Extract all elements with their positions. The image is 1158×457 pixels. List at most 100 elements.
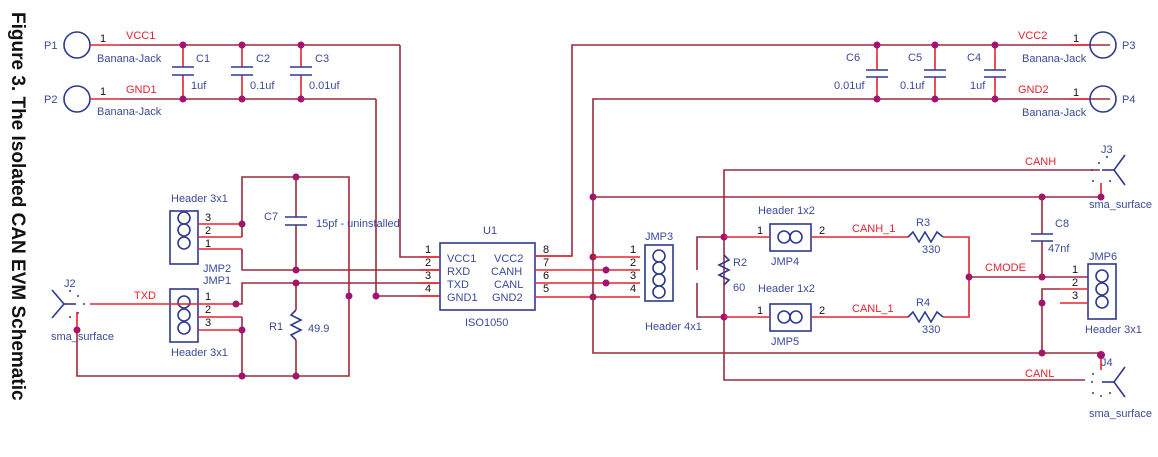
capacitor-c8: C8 47nf <box>1031 197 1070 277</box>
u1-part: ISO1050 <box>465 317 508 329</box>
u1-pin-canl: CANL <box>494 279 523 291</box>
jmp6-type: Header 3x1 <box>1085 324 1142 336</box>
c1-ref: C1 <box>196 53 210 65</box>
jmp5-pin-2: 2 <box>819 305 825 317</box>
jmp1-pin-3: 3 <box>205 317 211 329</box>
txd-net-label: TXD <box>134 290 156 302</box>
capacitor-c1: C1 1uf <box>172 45 210 99</box>
canl-1-net-label: CANL_1 <box>852 303 894 315</box>
c8-value: 47nf <box>1048 243 1070 255</box>
jmp6-pin-3: 3 <box>1072 290 1078 302</box>
figure-title: Figure 3. The Isolated CAN EVM Schematic <box>7 12 28 401</box>
p3-type: Banana-Jack <box>1022 53 1087 65</box>
jmp6-pin-1: 1 <box>1072 264 1078 276</box>
r4-ref: R4 <box>916 297 930 309</box>
jumper-jmp4: Header 1x2 1 2 JMP4 <box>757 205 825 268</box>
capacitor-c7: C7 15pf - uninstalled <box>264 177 400 270</box>
c6-value: 0.01uf <box>834 80 866 92</box>
jmp3-pin-2: 2 <box>630 257 636 269</box>
jmp3-ref: JMP3 <box>645 231 673 243</box>
r2-value: 60 <box>733 282 745 294</box>
p4-banana-jack: P4 1 Banana-Jack <box>1022 85 1135 119</box>
c3-value: 0.01uf <box>309 80 341 92</box>
u1-pin-txd: TXD <box>447 279 469 291</box>
ic-u1-iso1050: U1 1 2 3 4 VCC1 RXD TXD GND1 VCC2 CANH C… <box>425 225 549 329</box>
jmp6-pin-2: 2 <box>1072 277 1078 289</box>
jmp5-ref: JMP5 <box>771 336 799 348</box>
j2-ref: J2 <box>64 278 76 290</box>
p1-ref: P1 <box>44 40 57 52</box>
c3-ref: C3 <box>315 53 329 65</box>
u1-pin-gnd2: GND2 <box>492 292 523 304</box>
r4-value: 330 <box>922 324 940 336</box>
canh-net-label: CANH <box>1025 156 1056 168</box>
u1-pin-vcc1: VCC1 <box>447 253 476 265</box>
p1-type: Banana-Jack <box>97 53 162 65</box>
jmp3-pin-1: 1 <box>630 244 636 256</box>
u1-pin-7: 7 <box>543 257 549 269</box>
p4-pin: 1 <box>1073 87 1079 99</box>
c5-ref: C5 <box>908 52 922 64</box>
gnd2-net-label: GND2 <box>1018 84 1049 96</box>
u1-ref: U1 <box>483 225 497 237</box>
resistor-r4: R4 330 <box>907 297 944 336</box>
c2-ref: C2 <box>256 53 270 65</box>
p3-banana-jack: P3 1 Banana-Jack <box>1022 31 1135 65</box>
c7-ref: C7 <box>264 211 278 223</box>
p1-pin: 1 <box>100 33 106 45</box>
jmp2-pin-1: 1 <box>205 238 211 250</box>
r1-value: 49.9 <box>308 323 329 335</box>
sma-connector-j4: J4 sma_surface <box>1089 357 1152 420</box>
gnd1-net-label: GND1 <box>126 84 157 96</box>
jmp4-pin-2: 2 <box>819 225 825 237</box>
capacitor-c5: C5 0.1uf <box>900 45 946 99</box>
sma-connector-j2: J2 sma_surface <box>51 278 114 343</box>
vcc2-net-label: VCC2 <box>1018 30 1047 42</box>
j3-type: sma_surface <box>1089 199 1152 211</box>
u1-pin-1: 1 <box>425 244 431 256</box>
p4-type: Banana-Jack <box>1022 107 1087 119</box>
jmp2-pin-2: 2 <box>205 225 211 237</box>
capacitor-c6: C6 0.01uf <box>834 45 888 99</box>
jmp2-type: Header 3x1 <box>171 193 228 205</box>
canl-net-label: CANL <box>1025 368 1054 380</box>
c4-value: 1uf <box>970 80 986 92</box>
cmode-net-label: CMODE <box>985 262 1026 274</box>
resistor-r2: R2 60 <box>717 254 747 294</box>
jmp3-pin-3: 3 <box>630 270 636 282</box>
c7-value: 15pf - uninstalled <box>316 218 400 230</box>
jumper-jmp3: JMP3 1 2 3 4 Header 4x1 <box>630 231 702 333</box>
jmp4-ref: JMP4 <box>771 256 799 268</box>
jumper-jmp6: JMP6 1 2 3 Header 3x1 <box>1072 251 1142 336</box>
u1-pin-3: 3 <box>425 270 431 282</box>
capacitor-c3: C3 0.01uf <box>290 45 341 99</box>
c4-ref: C4 <box>967 52 981 64</box>
jmp3-pin-4: 4 <box>630 283 636 295</box>
c2-value: 0.1uf <box>250 80 275 92</box>
r1-ref: R1 <box>269 321 283 333</box>
jmp1-type: Header 3x1 <box>171 347 228 359</box>
jmp5-pin-1: 1 <box>757 305 763 317</box>
sma-connector-j3: J3 sma_surface <box>1089 144 1152 211</box>
vcc1-net-label: VCC1 <box>126 30 155 42</box>
canh-1-net-label: CANH_1 <box>852 223 895 235</box>
p4-ref: P4 <box>1122 94 1135 106</box>
jmp2-ref: JMP2 <box>203 263 231 275</box>
jumper-jmp5: Header 1x2 1 2 JMP5 <box>757 283 825 348</box>
u1-pin-2: 2 <box>425 257 431 269</box>
u1-pin-vcc2: VCC2 <box>494 253 523 265</box>
p3-pin: 1 <box>1073 33 1079 45</box>
c8-ref: C8 <box>1055 218 1069 230</box>
p2-pin: 1 <box>100 86 106 98</box>
j2-type: sma_surface <box>51 331 114 343</box>
u1-pin-5: 5 <box>543 283 549 295</box>
p2-type: Banana-Jack <box>97 106 162 118</box>
jmp5-type: Header 1x2 <box>758 283 815 295</box>
jmp1-pin-2: 2 <box>205 304 211 316</box>
p2-ref: P2 <box>44 94 57 106</box>
j4-ref: J4 <box>1101 357 1113 369</box>
jmp4-pin-1: 1 <box>757 225 763 237</box>
p3-ref: P3 <box>1122 40 1135 52</box>
u1-pin-rxd: RXD <box>447 266 470 278</box>
